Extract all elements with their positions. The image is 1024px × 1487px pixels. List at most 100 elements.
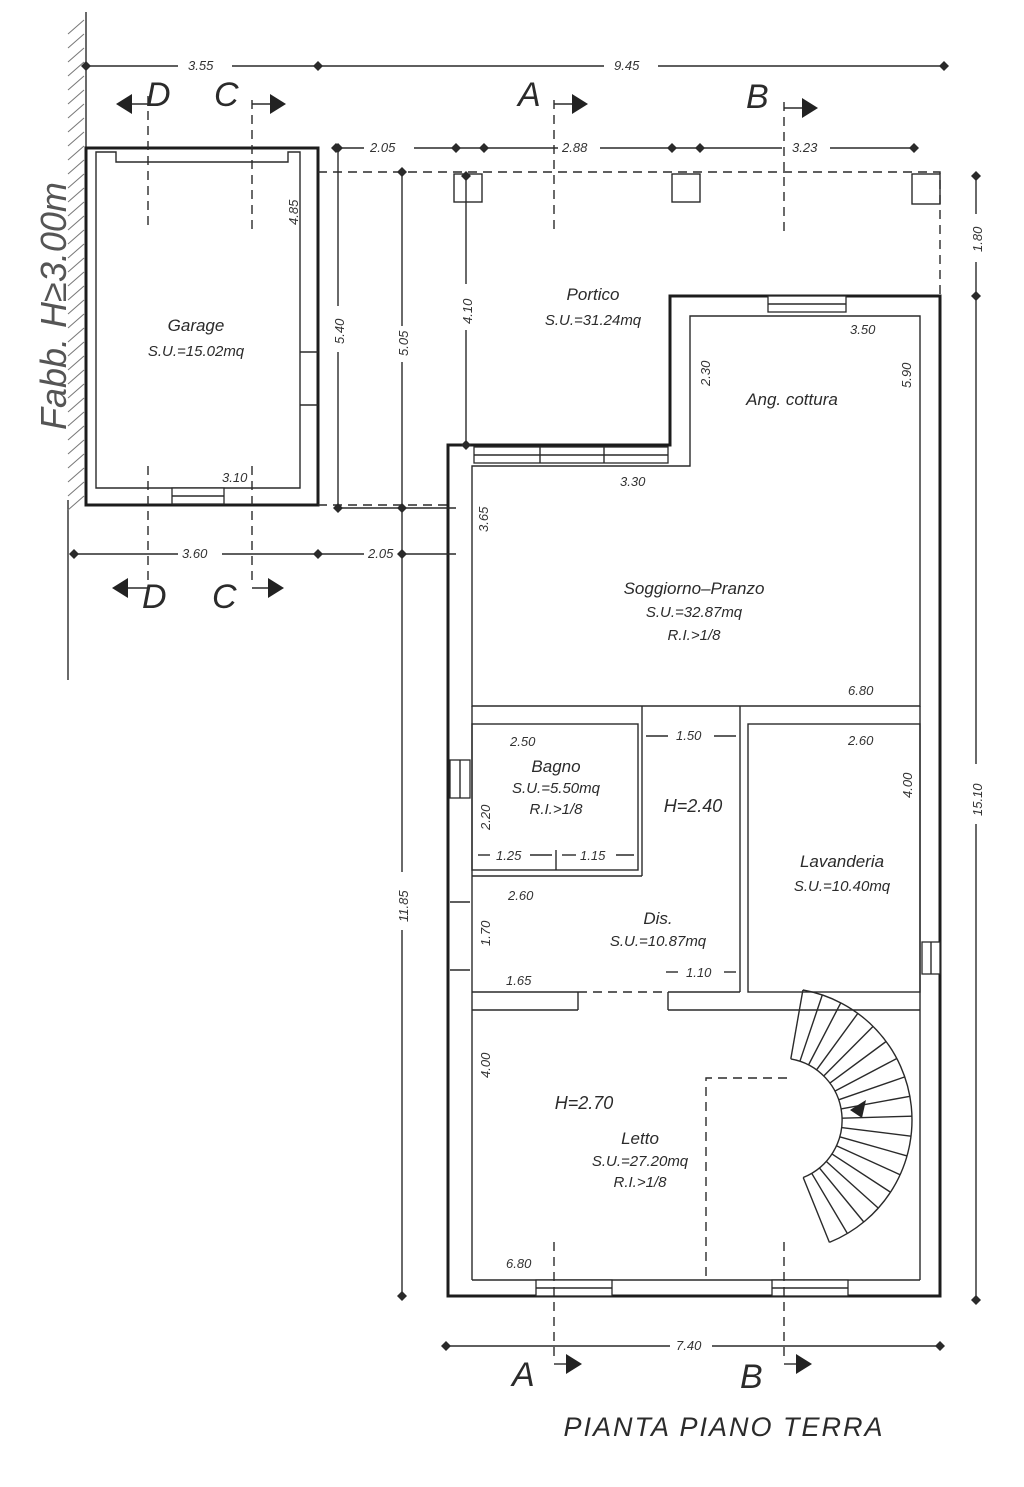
stair-step	[829, 1040, 887, 1084]
stair-step	[840, 1095, 911, 1110]
hatch-line	[67, 425, 85, 441]
dimension-tick	[69, 549, 79, 559]
stair-direction-arrow	[850, 1100, 866, 1118]
section-label-b-top: B	[746, 78, 769, 116]
garage-walls	[84, 146, 320, 507]
corridoio-height: H=2.40	[664, 796, 723, 816]
dimension-tick	[909, 143, 919, 153]
bagno-name: Bagno	[531, 757, 580, 776]
stair-step	[839, 1136, 908, 1157]
hatch-line	[67, 369, 85, 385]
hatch-line	[67, 75, 85, 91]
dimension-tick	[479, 143, 489, 153]
section-label-c-top: C	[214, 76, 239, 114]
dim-letto-680: 6.80	[506, 1256, 532, 1271]
dim-v-410: 4.10	[460, 298, 475, 324]
hatch-line	[67, 145, 85, 161]
dim-right-1510: 15.10	[970, 783, 985, 816]
hatch-line	[67, 327, 85, 343]
hatch-line	[67, 481, 85, 497]
lavanderia-walls	[739, 706, 941, 993]
dim-garage-310: 3.10	[222, 470, 248, 485]
dim-row-323: 3.23	[792, 140, 818, 155]
dim-dis-165: 1.65	[506, 973, 532, 988]
hatch-line	[67, 355, 85, 371]
hatch-line	[67, 229, 85, 245]
dimension-tick	[333, 143, 343, 153]
stair-step	[831, 1153, 891, 1193]
hatch-line	[67, 467, 85, 483]
disimpegno-name: Dis.	[643, 909, 672, 928]
dim-soggiorno-330: 3.30	[620, 474, 646, 489]
dim-row-205: 2.05	[369, 140, 396, 155]
hatch-line	[67, 89, 85, 105]
dimension-tick	[333, 503, 343, 513]
dim-soggiorno-680: 6.80	[848, 683, 874, 698]
dim-bottom-360: 3.60	[182, 546, 208, 561]
stair-step	[841, 1126, 912, 1137]
dim-bagno-250: 2.50	[509, 734, 536, 749]
hatch-line	[67, 187, 85, 203]
dim-lav-400: 4.00	[900, 772, 915, 798]
hatch-line	[67, 257, 85, 273]
hatch-line	[67, 341, 85, 357]
section-label-b-bottom: B	[740, 1358, 763, 1396]
letto-walls	[535, 1077, 849, 1297]
dim-v-540: 5.40	[332, 318, 347, 344]
stair-step	[838, 1076, 906, 1101]
section-label-d-top: D	[146, 76, 171, 114]
dim-cucina-590: 5.90	[899, 362, 914, 388]
disimpegno-area: S.U.=10.87mq	[610, 933, 707, 950]
hatch-line	[67, 159, 85, 175]
stair-step	[834, 1057, 898, 1092]
spiral-staircase	[790, 989, 913, 1244]
dim-bagno-125: 1.25	[496, 848, 522, 863]
hatch-line	[67, 117, 85, 133]
lavanderia-area: S.U.=10.40mq	[794, 878, 891, 895]
stair-step	[811, 1172, 849, 1234]
dim-letto-400: 4.00	[478, 1052, 493, 1078]
dim-bagno-115: 1.15	[580, 848, 606, 863]
hatch-line	[67, 313, 85, 329]
dimension-tick	[397, 503, 407, 513]
portico-area: S.U.=31.24mq	[545, 312, 642, 329]
stair-step	[802, 1177, 831, 1243]
dimension-tick	[397, 167, 407, 177]
dimension-tick	[313, 549, 323, 559]
dimension-tick	[461, 171, 471, 181]
letto-ri: R.I.>1/8	[614, 1174, 668, 1191]
dim-row-288: 2.88	[561, 140, 588, 155]
dimension-tick	[397, 1291, 407, 1301]
dimension-tick	[971, 171, 981, 181]
hatch-line	[67, 215, 85, 231]
letto-height: H=2.70	[555, 1093, 614, 1113]
dim-bottom-205: 2.05	[367, 546, 394, 561]
stair-step	[799, 994, 823, 1062]
plan-title: PIANTA PIANO TERRA	[563, 1412, 884, 1442]
stair-step	[836, 1145, 901, 1176]
hatch-line	[67, 285, 85, 301]
dimension-tick	[313, 61, 323, 71]
dim-top-945: 9.45	[614, 58, 640, 73]
dim-garage-485: 4.85	[286, 199, 301, 225]
dim-top-355: 3.55	[188, 58, 214, 73]
hatch-line	[67, 271, 85, 287]
soggiorno-name: Soggiorno–Pranzo	[624, 579, 765, 598]
hatch-line	[67, 33, 85, 49]
hatch-line	[67, 47, 85, 63]
stair-step	[823, 1025, 874, 1077]
hatch-line	[67, 453, 85, 469]
section-lines	[112, 94, 818, 1374]
dim-cucina-350: 3.50	[850, 322, 876, 337]
hatch-line	[67, 103, 85, 119]
dim-right-180: 1.80	[970, 226, 985, 252]
portico-name: Portico	[567, 285, 620, 304]
hatch-line	[67, 19, 85, 35]
letto-area: S.U.=27.20mq	[592, 1153, 689, 1170]
dim-bagno-220: 2.20	[478, 804, 493, 831]
dim-dis-260: 2.60	[507, 888, 534, 903]
hatch-line	[67, 299, 85, 315]
garage-name: Garage	[168, 316, 225, 335]
stair-step	[807, 1002, 842, 1066]
